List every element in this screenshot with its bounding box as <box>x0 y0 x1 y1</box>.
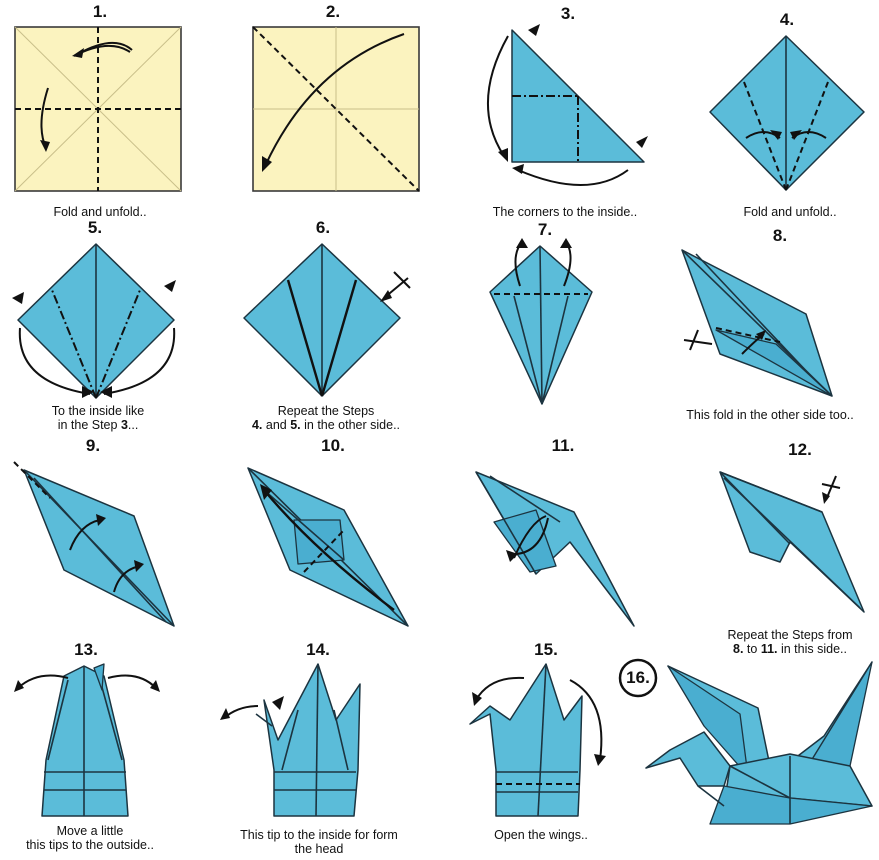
step-9-diagram <box>13 461 175 627</box>
step-8-caption: This fold in the other side too.. <box>686 408 854 422</box>
step-9-number: 9. <box>85 436 101 455</box>
step-14-caption: This tip to the inside for form the head <box>224 828 414 856</box>
step-3-number: 3. <box>560 4 576 23</box>
step-16-badge: 16. <box>618 658 658 698</box>
step-10-diagram <box>247 467 409 627</box>
step-2-number: 2. <box>325 2 341 21</box>
step-7-diagram <box>489 238 593 405</box>
step-5-number: 5. <box>87 218 103 237</box>
step-4-caption: Fold and unfold.. <box>743 205 837 219</box>
step-5-caption: To the inside like in the Step 3... <box>18 404 178 432</box>
step-6-caption-line2: 4. and 5. in the other side.. <box>251 418 401 432</box>
step-15-number: 15. <box>534 640 558 659</box>
step-11-diagram <box>475 471 635 627</box>
step-6-number: 6. <box>315 218 331 237</box>
step-4-number: 4. <box>779 10 795 29</box>
step-8-diagram <box>681 249 833 397</box>
step-12-diagram <box>719 471 865 613</box>
step-1-diagram <box>14 26 182 192</box>
step-13-caption: Move a little this tips to the outside.. <box>10 824 170 852</box>
step-11-number: 11. <box>551 436 575 455</box>
step-6-caption-line1: Repeat the Steps <box>277 404 375 418</box>
step-2-diagram <box>252 26 420 192</box>
step-6-diagram <box>243 243 411 397</box>
step-15-diagram <box>469 663 606 817</box>
step-13-caption-line1: Move a little <box>56 824 124 838</box>
step-7-number: 7. <box>537 220 553 239</box>
step-12-caption-line2: 8. to 11. in this side.. <box>733 642 847 656</box>
step-14-caption-line2: the head <box>294 842 344 856</box>
step-8-number: 8. <box>772 226 788 245</box>
step-14-number: 14. <box>306 640 330 659</box>
step-1-caption: Fold and unfold.. <box>53 205 147 219</box>
step-16-number: 16. <box>626 668 650 687</box>
step-12-caption: Repeat the Steps from 8. to 11. in this … <box>700 628 879 656</box>
step-5-caption-line2: in the Step 3... <box>57 418 139 432</box>
step-3-diagram <box>487 24 648 186</box>
step-5-caption-line1: To the inside like <box>51 404 145 418</box>
step-13-diagram <box>14 663 160 817</box>
step-5-diagram <box>12 243 176 399</box>
step-6-caption: Repeat the Steps 4. and 5. in the other … <box>226 404 426 432</box>
step-16-crane-diagram <box>645 661 873 825</box>
step-1-number: 1. <box>92 2 108 21</box>
step-13-caption-line2: this tips to the outside.. <box>26 838 154 852</box>
step-3-caption: The corners to the inside.. <box>492 205 638 219</box>
step-14-caption-line1: This tip to the inside for form <box>240 828 398 842</box>
step-12-caption-line1: Repeat the Steps from <box>727 628 853 642</box>
step-13-number: 13. <box>74 640 98 659</box>
step-12-number: 12. <box>788 440 812 459</box>
step-15-caption: Open the wings.. <box>494 828 588 842</box>
step-10-number: 10. <box>321 436 345 455</box>
step-14-diagram <box>220 663 361 817</box>
step-4-diagram <box>709 35 865 191</box>
